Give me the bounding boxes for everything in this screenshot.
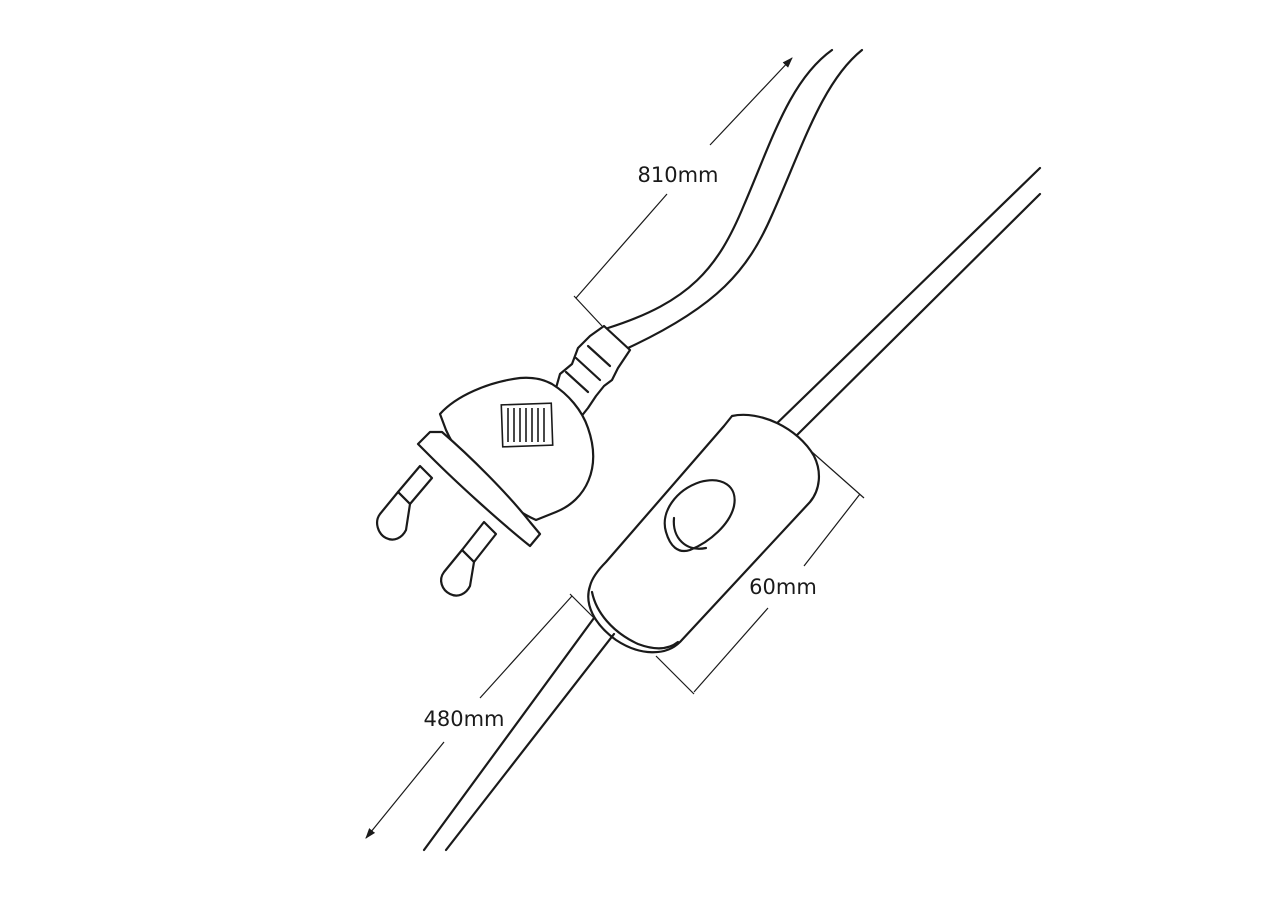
dimension-label-480mm: 480mm [424, 707, 505, 731]
euro-plug [376, 324, 632, 597]
plug-face-plate [416, 430, 542, 548]
rocker-button [663, 479, 736, 553]
dimension-480mm: 480mm [365, 593, 599, 839]
switch-input-cord [768, 166, 1042, 440]
lower-cord [422, 616, 616, 852]
dimension-810mm: 810mm [573, 57, 793, 327]
dimension-60mm: 60mm [655, 451, 865, 695]
plug-grill-icon [500, 402, 554, 448]
plug-pin-upper [376, 464, 434, 541]
dimension-label-810mm: 810mm [638, 163, 719, 187]
inline-switch [587, 413, 820, 654]
plug-pin-lower [440, 520, 498, 597]
plug-body [438, 376, 595, 522]
dimension-label-60mm: 60mm [749, 575, 817, 599]
upper-cord [606, 48, 864, 350]
